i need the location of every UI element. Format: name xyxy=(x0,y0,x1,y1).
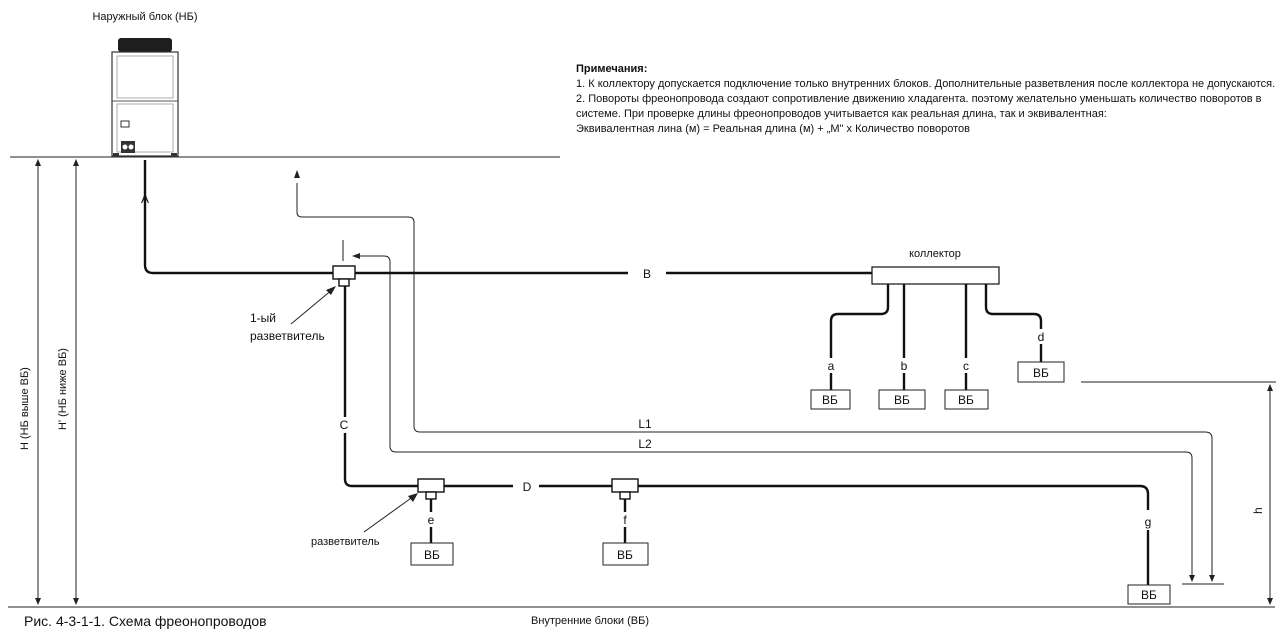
indoor-unit-g xyxy=(1127,584,1171,605)
branch-pointer xyxy=(363,495,415,533)
L1-label: L1 xyxy=(638,417,652,431)
segment-A-label: A xyxy=(141,192,149,206)
indoor-unit-e xyxy=(410,542,454,566)
branch-label: разветвитель xyxy=(311,536,380,548)
segment-D-label: D xyxy=(523,480,532,494)
indoor-unit-d-label: ВБ xyxy=(1033,366,1049,380)
indoor-unit-d xyxy=(1017,361,1065,383)
segment-B-label: B xyxy=(643,267,651,281)
collector-label: коллектор xyxy=(909,248,961,260)
h-label: h xyxy=(1251,507,1265,514)
segment-c-label: c xyxy=(963,359,969,373)
indoor-unit-g-label: ВБ xyxy=(1141,588,1157,602)
pipe-A xyxy=(143,160,333,275)
indoor-unit-c-label: ВБ xyxy=(958,393,974,407)
first-branch-pointer xyxy=(290,288,334,325)
indoor-unit-f xyxy=(602,542,649,566)
segment-g-label: g xyxy=(1145,515,1152,529)
branch-joint-e xyxy=(417,478,445,493)
segment-a-label: a xyxy=(828,359,835,373)
notes-block: Примечания: 1. К коллектору допускается … xyxy=(576,62,1276,137)
segment-e-label: e xyxy=(428,513,435,527)
indoor-unit-a xyxy=(810,389,851,410)
H-label: H (НБ выше ВБ) xyxy=(19,367,31,450)
figure-caption: Рис. 4-3-1-1. Схема фреонопроводов xyxy=(24,613,267,629)
L2-label: L2 xyxy=(638,437,652,451)
notes-title: Примечания: xyxy=(576,63,648,75)
segment-C-label: C xyxy=(340,418,349,432)
indoor-unit-a-label: ВБ xyxy=(822,393,838,407)
indoor-units-label: Внутренние блоки (ВБ) xyxy=(531,615,649,627)
first-branch-label-line1: 1-ый xyxy=(250,311,276,325)
indoor-unit-b xyxy=(878,389,926,410)
segment-d-label: d xyxy=(1038,330,1045,344)
H-prime-label: H' (НБ ниже ВБ) xyxy=(57,348,69,430)
notes-formula: Эквивалентная лина (м) = Реальная длина … xyxy=(576,123,970,135)
indoor-unit-c xyxy=(944,389,989,410)
branch-joint-f xyxy=(611,478,639,493)
first-branch-joint xyxy=(332,265,356,280)
indoor-unit-f-label: ВБ xyxy=(617,548,633,562)
outdoor-unit-label: Наружный блок (НБ) xyxy=(92,11,197,23)
pipe-d xyxy=(984,284,1043,329)
L1-measure-line xyxy=(296,183,1213,577)
notes-item-2: 2. Повороты фреонопровода создают сопрот… xyxy=(576,93,1262,120)
notes-item-1: 1. К коллектору допускается подключение … xyxy=(576,78,1276,90)
segment-f-label: f xyxy=(623,513,627,527)
collector xyxy=(871,266,1000,285)
pipe-a xyxy=(829,284,890,358)
first-branch-label-line2: разветвитель xyxy=(250,329,325,343)
pipe-g xyxy=(638,484,1150,510)
pipe-C-lower xyxy=(343,433,418,488)
segment-b-label: b xyxy=(901,359,908,373)
indoor-unit-b-label: ВБ xyxy=(894,393,910,407)
L2-measure-line xyxy=(356,255,1193,577)
outdoor-unit xyxy=(111,38,179,157)
indoor-unit-e-label: ВБ xyxy=(424,548,440,562)
